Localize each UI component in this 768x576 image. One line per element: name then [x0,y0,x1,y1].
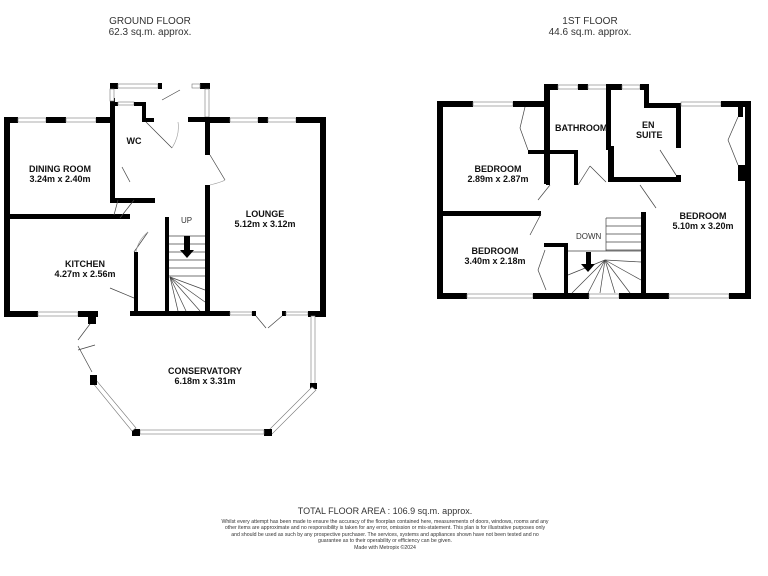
room-dimensions: 4.27m x 2.56m [54,269,116,279]
stairs-up-arrow-icon [180,236,194,258]
room-bedroom-1: BEDROOM 2.89m x 2.87m [458,164,538,184]
ground-floor-area: 62.3 sq.m. approx. [108,27,192,38]
room-wc: WC [122,136,146,146]
room-name: CONSERVATORY [167,366,242,376]
room-name: WC [126,136,142,146]
footer: TOTAL FLOOR AREA : 106.9 sq.m. approx. W… [220,506,550,551]
room-dimensions: 3.40m x 2.18m [464,256,526,266]
room-name: KITCHEN [65,259,105,269]
stairs-up-label: UP [181,216,193,225]
room-name-line2: SUITE [636,130,663,140]
room-name: BEDROOM [471,246,519,256]
room-dimensions: 3.24m x 2.40m [29,174,91,184]
room-dimensions: 6.18m x 3.31m [174,376,236,386]
room-lounge: LOUNGE 5.12m x 3.12m [225,209,305,229]
room-name: BATHROOM [555,123,608,133]
room-dimensions: 5.10m x 3.20m [672,221,734,231]
room-kitchen: KITCHEN 4.27m x 2.56m [45,259,125,279]
room-dimensions: 5.12m x 3.12m [234,219,296,229]
stairs-down-arrow-icon [581,252,595,272]
total-floor-area: TOTAL FLOOR AREA : 106.9 sq.m. approx. [297,506,473,516]
stairs-down-label: DOWN [576,232,602,241]
room-dimensions: 2.89m x 2.87m [467,174,529,184]
ground-floor-plan [4,83,326,436]
first-floor-header: 1ST FLOOR 44.6 sq.m. approx. [530,16,650,38]
ground-floor-title: GROUND FLOOR [109,16,191,27]
room-name: LOUNGE [245,209,285,219]
first-floor-area: 44.6 sq.m. approx. [548,27,632,38]
room-bedroom-2: BEDROOM 5.10m x 3.20m [663,211,743,231]
ground-floor-header: GROUND FLOOR 62.3 sq.m. approx. [90,16,210,38]
made-with-credit: Made with Metropix ©2024 [354,544,416,551]
room-dining: DINING ROOM 3.24m x 2.40m [20,164,100,184]
disclaimer: Whilst every attempt has been made to en… [221,519,549,545]
room-name: BEDROOM [679,211,727,221]
room-bedroom-3: BEDROOM 3.40m x 2.18m [455,246,535,266]
room-ensuite: EN SUITE [628,120,678,140]
room-name: EN [642,120,655,130]
first-floor-plan [437,84,751,299]
room-conservatory: CONSERVATORY 6.18m x 3.31m [160,366,250,386]
room-name: DINING ROOM [29,164,91,174]
room-name: BEDROOM [474,164,522,174]
room-bathroom: BATHROOM [555,123,608,133]
first-floor-title: 1ST FLOOR [562,16,618,27]
